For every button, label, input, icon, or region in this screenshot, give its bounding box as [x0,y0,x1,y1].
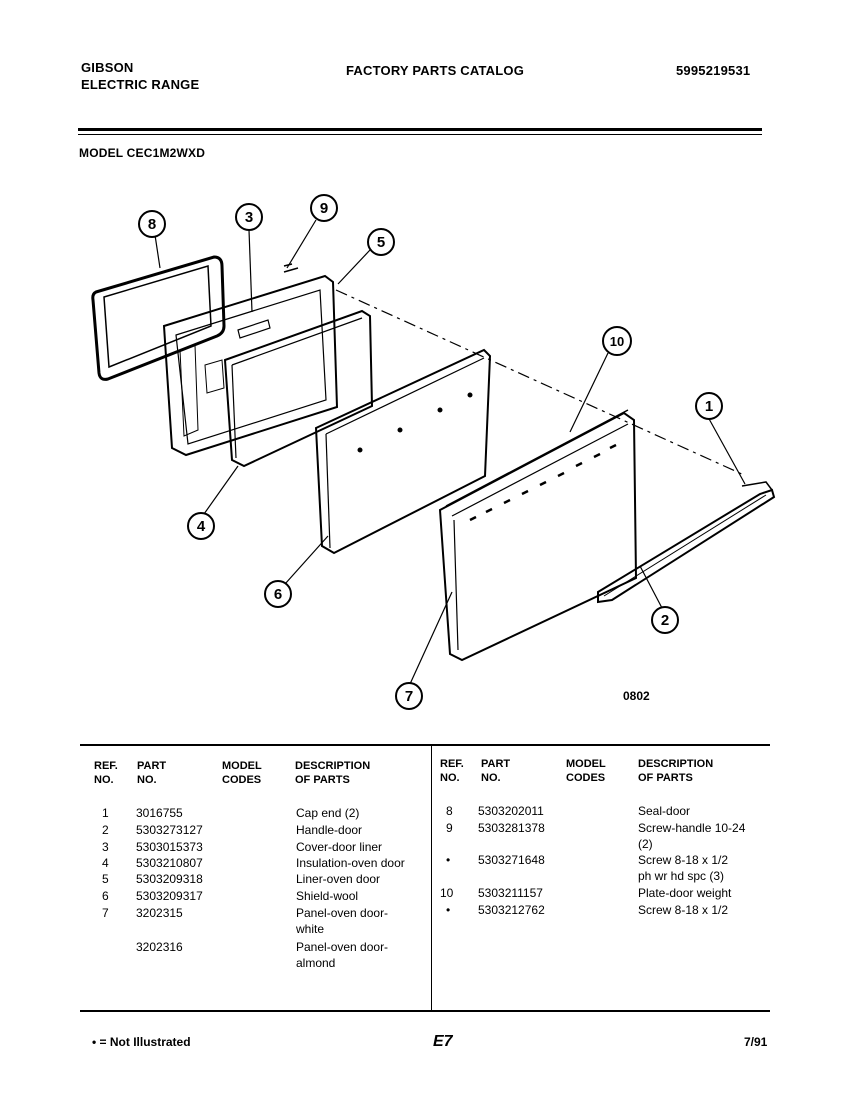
part-no: 5303202011 [478,804,544,818]
part-no: 5303281378 [478,821,545,835]
page-number: E7 [433,1033,453,1050]
ref-no: • [446,853,451,867]
brand-name: GIBSON [81,60,134,75]
callout-4: 4 [187,512,215,540]
part-no: 5303273127 [136,823,203,837]
ref-no: 6 [102,889,109,903]
svg-text:9: 9 [320,200,328,217]
part-description: Liner-oven door [296,872,381,886]
part-no: 3202315 [136,906,183,920]
header-rule-bottom [78,134,762,135]
table-top-rule [80,744,770,746]
catalog-number: 5995219531 [676,63,751,78]
left-model-header: MODEL CODES [222,760,262,786]
ref-no: 7 [102,906,109,920]
part-description: (2) [638,837,653,851]
part-description: Shield-wool [296,889,359,903]
svg-text:6: 6 [274,586,282,603]
part-description: ph wr hd spc (3) [638,869,725,883]
part-description: almond [296,956,336,970]
svg-text:3: 3 [245,209,253,226]
ref-no: 10 [440,886,454,900]
right-model-header: MODEL CODES [566,758,606,784]
svg-text:5: 5 [377,234,385,251]
handle-door-drawing [597,481,776,604]
revision-date: 7/91 [744,1035,768,1049]
svg-text:1: 1 [705,398,713,415]
callout-7: 7 [395,682,423,710]
part-description: Cap end (2) [296,806,360,820]
panel-oven-door-drawing [438,409,638,662]
svg-text:2: 2 [661,612,669,629]
part-description: Seal-door [638,804,691,818]
right-part-header: PART NO. [481,758,511,784]
product-type: ELECTRIC RANGE [81,77,200,92]
right-ref-header: REF. NO. [440,758,464,784]
part-description: Panel-oven door- [296,906,389,920]
right-desc-header: DESCRIPTION OF PARTS [638,758,714,784]
ref-no: 5 [102,872,109,886]
part-description: Screw 8-18 x 1/2 [638,853,729,867]
part-no: 5303210807 [136,856,203,870]
cover-door-liner-drawing [162,263,339,457]
ref-no: • [446,903,451,917]
part-no: 5303211157 [478,886,543,900]
part-description: Cover-door liner [296,840,383,854]
ref-no: 1 [102,806,109,820]
liner-oven-door-drawing [223,309,374,468]
model-label: MODEL CEC1M2WXD [79,146,206,160]
callout-2: 2 [651,606,679,634]
part-no: 5303209318 [136,872,203,886]
callout-5: 5 [367,228,395,256]
shield-wool-drawing [314,348,492,555]
part-no: 5303015373 [136,840,203,854]
ref-no: 9 [446,821,453,835]
callout-8: 8 [138,210,166,238]
part-no: 5303212762 [478,903,545,917]
part-description: Plate-door weight [638,886,732,900]
part-no: 5303209317 [136,889,203,903]
part-no: 5303271648 [478,853,545,867]
svg-text:4: 4 [197,518,206,535]
header-rule-top [78,128,762,131]
svg-text:7: 7 [405,688,413,705]
table-center-divider [431,746,432,1010]
ref-no: 4 [102,856,109,870]
svg-text:10: 10 [610,334,624,349]
part-description: white [296,922,325,936]
callout-6: 6 [264,580,292,608]
part-description: Insulation-oven door [296,856,405,870]
svg-text:8: 8 [148,216,156,233]
part-description: Screw-handle 10-24 [638,821,746,835]
part-description: Handle-door [296,823,363,837]
footnote-not-illustrated: • = Not Illustrated [92,1035,191,1049]
part-description: Screw 8-18 x 1/2 [638,903,729,917]
part-description: Panel-oven door- [296,940,389,954]
callout-3: 3 [235,203,263,231]
seal-door-drawing [91,255,226,381]
left-ref-header: REF. NO. [94,760,118,786]
table-bottom-rule [80,1010,770,1012]
left-part-header: PART NO. [137,760,167,786]
left-desc-header: DESCRIPTION OF PARTS [295,760,371,786]
exploded-parts-diagram: 8 3 9 5 10 1 4 6 2 7 0802 [91,194,776,710]
part-no: 3202316 [136,940,183,954]
ref-no: 2 [102,823,109,837]
callout-9: 9 [310,194,338,222]
ref-no: 3 [102,840,109,854]
figure-code: 0802 [623,689,650,703]
callout-markers: 8 3 9 5 10 1 4 6 2 7 [138,194,723,710]
callout-1: 1 [695,392,723,420]
callout-10: 10 [602,326,632,356]
catalog-title: FACTORY PARTS CATALOG [346,63,525,78]
ref-no: 8 [446,804,453,818]
part-no: 3016755 [136,806,183,820]
